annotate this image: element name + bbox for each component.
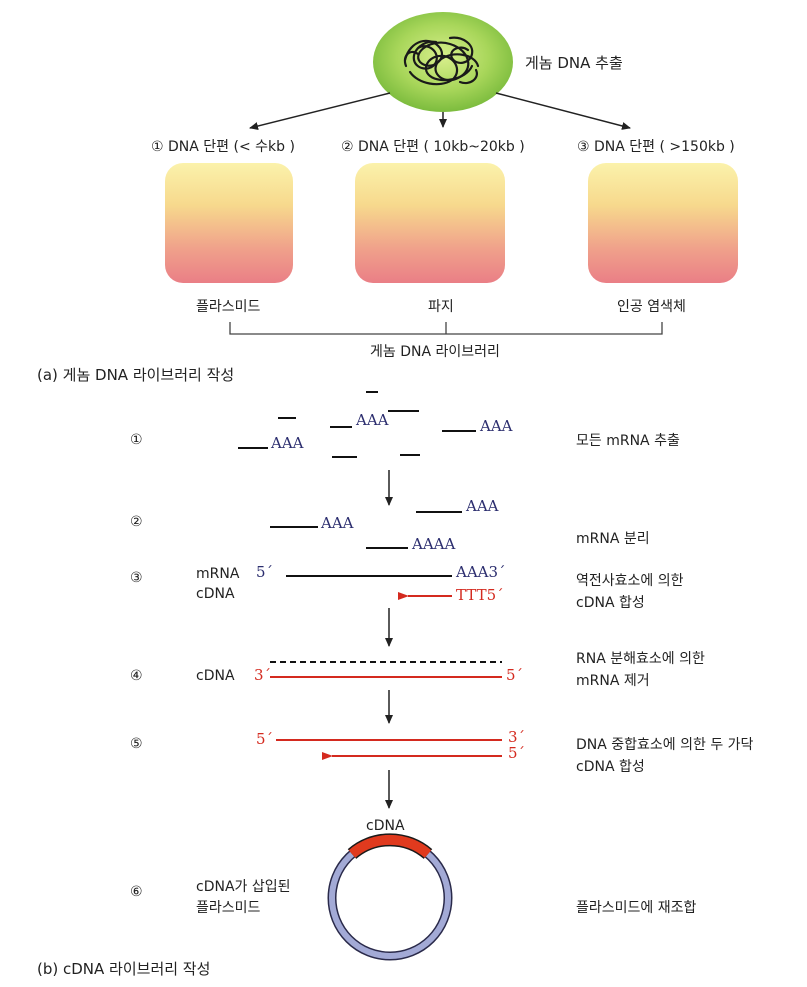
poly-a-tail: AAA	[466, 497, 499, 515]
tangled-dna-icon	[403, 36, 480, 86]
genomic-dna-extraction-label: 게놈 DNA 추출	[525, 54, 623, 72]
five-prime-label: 5´	[506, 666, 524, 684]
step-desc-4a: RNA 분해효소에 의한	[576, 651, 705, 667]
step-desc-1: 모든 mRNA 추출	[576, 433, 680, 449]
poly-t-primer-label: TTT5´	[456, 586, 504, 604]
five-prime-label: 5´	[256, 563, 274, 581]
step-number-3: ③	[130, 570, 143, 586]
cdna-label-step4: cDNA	[196, 668, 235, 684]
step2-mrna-lines	[270, 511, 462, 549]
step-desc-3b: cDNA 합성	[576, 595, 645, 611]
poly-a-three-prime-label: AAA3´	[456, 563, 506, 581]
plasmid-fragment-box	[165, 163, 293, 283]
step-number-2: ②	[130, 514, 143, 530]
phage-fragment-box	[355, 163, 505, 283]
step-number-4: ④	[130, 668, 143, 684]
caption-b: (b) cDNA 라이브러리 작성	[37, 960, 211, 978]
poly-a-tail: AAA	[356, 411, 389, 429]
step1-mrna-lines	[238, 391, 476, 458]
fragment-label-1: ① DNA 단편 (< 수kb )	[151, 139, 295, 155]
five-prime-label: 5´	[508, 744, 526, 762]
plasmid-label-line1: cDNA가 삽입된	[196, 879, 291, 895]
mrna-label: mRNA	[196, 566, 240, 582]
vector-label-phage: 파지	[428, 299, 454, 315]
recombinant-plasmid-icon	[327, 833, 453, 961]
cell-with-genomic-dna	[373, 12, 513, 112]
step-desc-3a: 역전사효소에 의한	[576, 573, 684, 589]
poly-a-tail-4: AAAA	[412, 535, 456, 553]
fragment-label-3: ③ DNA 단편 ( >150kb )	[577, 139, 735, 155]
step-number-1: ①	[130, 432, 143, 448]
step-desc-6: 플라스미드에 재조합	[576, 900, 697, 916]
chromosome-fragment-box	[588, 163, 738, 283]
arrow-to-plasmid	[249, 92, 391, 130]
vector-label-plasmid: 플라스미드	[196, 299, 261, 315]
five-prime-label: 5´	[256, 730, 274, 748]
three-prime-label: 3´	[254, 666, 272, 684]
genomic-library-label: 게놈 DNA 라이브러리	[370, 344, 500, 360]
poly-a-tail: AAA	[271, 434, 304, 452]
arrow-to-artificial-chromosome	[495, 92, 631, 130]
step-number-6: ⑥	[130, 884, 143, 900]
poly-a-tail: AAA	[321, 514, 354, 532]
fragment-label-2: ② DNA 단편 ( 10kb~20kb )	[341, 139, 525, 155]
step-number-5: ⑤	[130, 736, 143, 752]
poly-a-tail: AAA	[480, 417, 513, 435]
three-prime-label: 3´	[508, 728, 526, 746]
vector-label-artificial-chromosome: 인공 염색체	[617, 299, 686, 315]
step-desc-2: mRNA 분리	[576, 531, 650, 547]
plasmid-label-line2: 플라스미드	[196, 900, 261, 916]
cdna-label: cDNA	[196, 586, 235, 602]
caption-a: (a) 게놈 DNA 라이브러리 작성	[37, 366, 235, 384]
step-desc-5a: DNA 중합효소에 의한 두 가닥	[576, 737, 754, 753]
step-desc-5b: cDNA 합성	[576, 759, 645, 775]
step-desc-4b: mRNA 제거	[576, 673, 650, 689]
cdna-insert-label: cDNA	[366, 818, 405, 834]
